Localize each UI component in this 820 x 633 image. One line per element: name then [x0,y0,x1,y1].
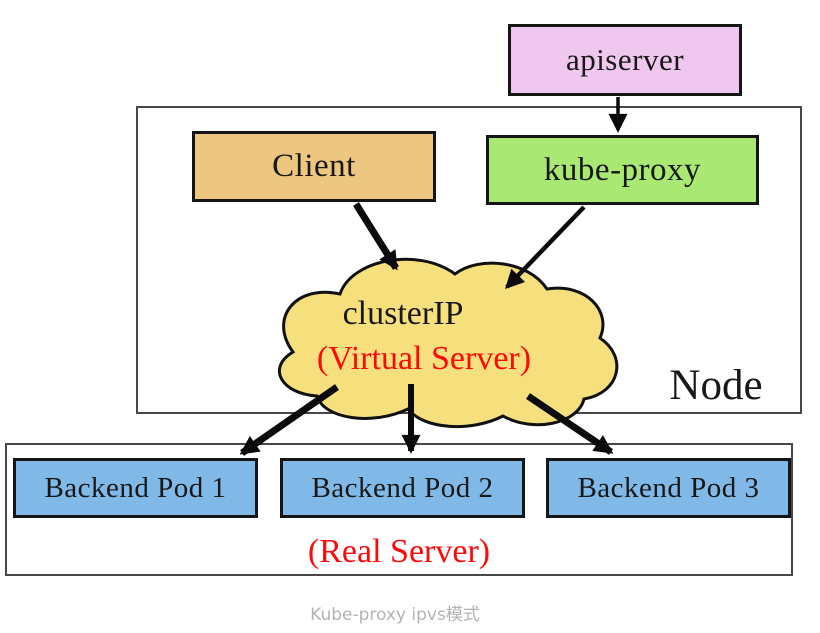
virtual-server-label: (Virtual Server) [316,340,532,377]
real-server-label: (Real Server) [307,533,491,570]
apiserver-label: apiserver [565,42,685,77]
backend-pod-1-label: Backend Pod 1 [44,471,227,504]
backend-pod-3-label: Backend Pod 3 [577,471,760,504]
backend-pod-1-box: Backend Pod 1 [13,458,258,518]
backend-pod-2-box: Backend Pod 2 [280,458,525,518]
client-box: Client [192,131,436,202]
node-label: Node [669,362,763,409]
backend-pod-2-label: Backend Pod 2 [311,471,494,504]
cluster-ip-label: clusterIP [342,295,464,332]
kube-proxy-label: kube-proxy [543,151,702,188]
client-label: Client [272,148,356,184]
diagram-caption: Kube-proxy ipvs模式 [310,605,480,625]
real-server-boundary-rect [5,443,793,576]
apiserver-box: apiserver [508,24,742,96]
backend-pod-3-box: Backend Pod 3 [546,458,791,518]
kube-proxy-box: kube-proxy [486,135,759,205]
